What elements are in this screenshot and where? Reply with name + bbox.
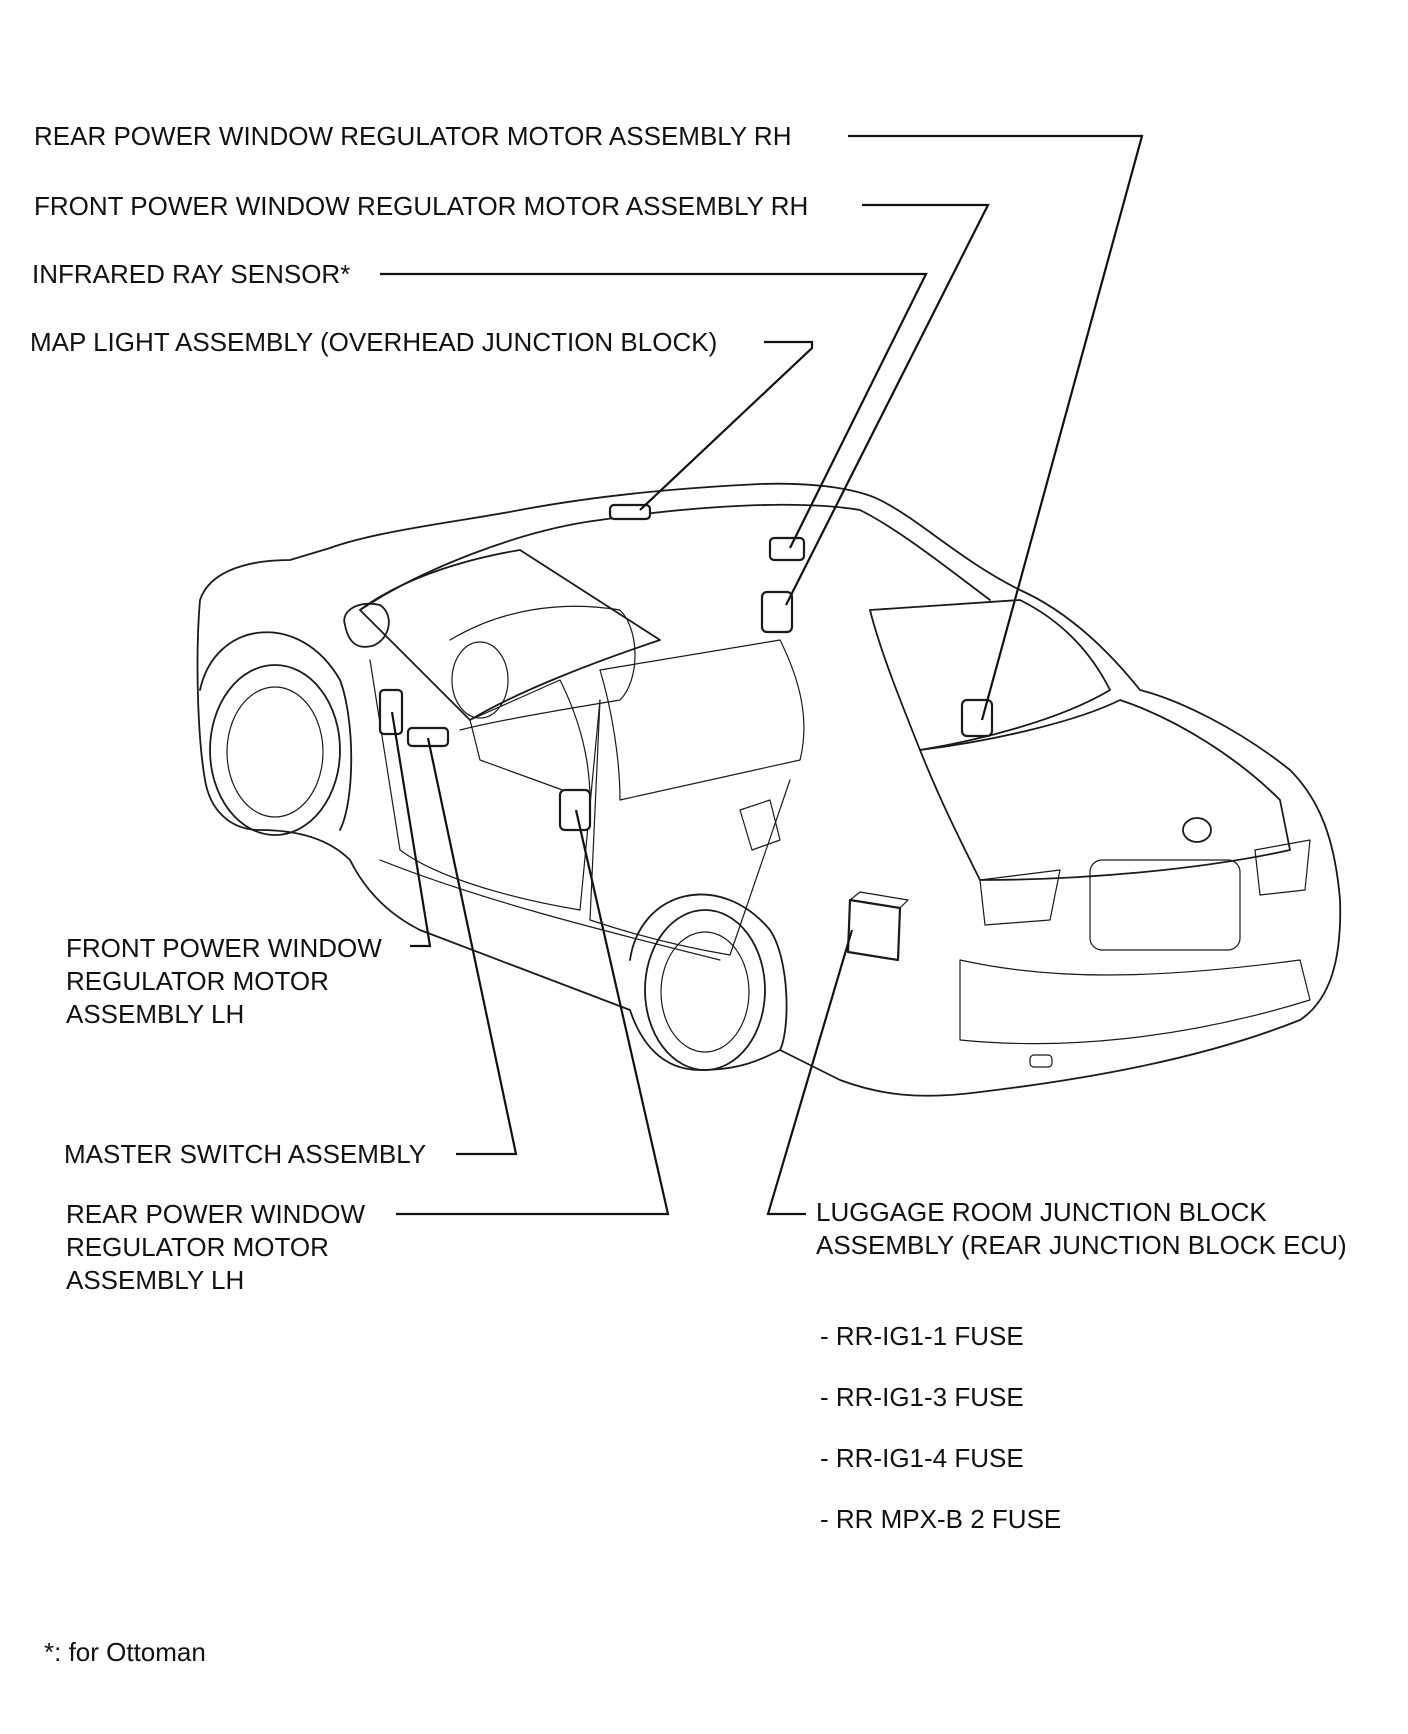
fuse-item: - RR MPX-B 2 FUSE: [820, 1504, 1062, 1534]
fuse-item: - RR-IG1-1 FUSE: [820, 1321, 1024, 1351]
rear-wheel-rim: [660, 931, 750, 1053]
label-map-light: MAP LIGHT ASSEMBLY (OVERHEAD JUNCTION BL…: [30, 327, 718, 357]
fuel-door: [739, 799, 781, 851]
front-wheel-rim: [226, 686, 324, 818]
label-infrared-sensor: INFRARED RAY SENSOR*: [32, 259, 351, 289]
fuse-item: - RR-IG1-3 FUSE: [820, 1382, 1024, 1412]
master-switch-part: [406, 726, 450, 748]
fuse-list: - RR-IG1-1 FUSE - RR-IG1-3 FUSE - RR-IG1…: [820, 1320, 1061, 1536]
rear-wheel: [644, 909, 766, 1071]
car-body-outline: [196, 482, 1342, 1097]
dashboard: [449, 605, 636, 731]
front-wheel: [209, 664, 341, 836]
infrared-sensor-part: [768, 536, 806, 562]
label-rear-motor-lh: REAR POWER WINDOW REGULATOR MOTOR ASSEMB…: [66, 1198, 365, 1297]
reflector: [1029, 1054, 1053, 1068]
steering-wheel: [451, 641, 509, 719]
label-master-switch: MASTER SWITCH ASSEMBLY: [64, 1139, 427, 1169]
rear-motor-lh-part: [558, 788, 592, 832]
rear-wheel-arch: [629, 893, 788, 1051]
label-rear-motor-lh-line-2: REGULATOR MOTOR: [66, 1232, 329, 1262]
footnote: *: for Ottoman: [44, 1637, 206, 1667]
front-wheel-arch: [199, 631, 353, 831]
label-luggage-jb-line-1: LUGGAGE ROOM JUNCTION BLOCK: [816, 1197, 1267, 1227]
license-plate-area: [1089, 859, 1241, 951]
front-door-line: [369, 659, 601, 911]
side-sill: [379, 859, 721, 961]
side-mirror: [343, 602, 390, 648]
leader-rear-motor-lh: [396, 809, 670, 1216]
label-front-motor-lh-line-1: FRONT POWER WINDOW: [66, 933, 382, 963]
front-motor-rh-part: [760, 590, 794, 634]
rear-window: [869, 599, 1111, 751]
label-rear-motor-lh-line-1: REAR POWER WINDOW: [66, 1199, 365, 1229]
brand-emblem: [1182, 817, 1212, 843]
rear-bumper: [959, 959, 1311, 1045]
leader-front-motor-lh: [390, 711, 432, 948]
leader-rear-motor-rh: [848, 134, 1144, 721]
label-front-motor-lh-line-3: ASSEMBLY LH: [66, 999, 245, 1029]
tail-light-left: [979, 869, 1061, 926]
fuse-item: - RR-IG1-4 FUSE: [820, 1443, 1024, 1473]
label-rear-motor-lh-line-3: ASSEMBLY LH: [66, 1265, 245, 1295]
label-rear-motor-rh: REAR POWER WINDOW REGULATOR MOTOR ASSEMB…: [34, 121, 792, 151]
label-luggage-jb-line-2: ASSEMBLY (REAR JUNCTION BLOCK ECU): [816, 1230, 1347, 1260]
leader-infrared-sensor: [380, 272, 928, 549]
roof-line: [359, 503, 991, 611]
tail-light-right: [1254, 839, 1311, 896]
trunk-lid: [919, 699, 1291, 881]
side-window-rear: [599, 639, 805, 801]
label-front-motor-rh: FRONT POWER WINDOW REGULATOR MOTOR ASSEM…: [34, 191, 809, 221]
leader-luggage-jb: [766, 929, 854, 1216]
luggage-jb-part-top: [849, 891, 909, 909]
label-luggage-jb: LUGGAGE ROOM JUNCTION BLOCK ASSEMBLY (RE…: [816, 1196, 1347, 1262]
label-front-motor-lh-line-2: REGULATOR MOTOR: [66, 966, 329, 996]
leader-master-switch: [426, 737, 518, 1156]
luggage-jb-part: [846, 898, 902, 962]
label-front-motor-lh: FRONT POWER WINDOW REGULATOR MOTOR ASSEM…: [66, 932, 382, 1031]
windshield: [359, 549, 661, 721]
front-motor-lh-part: [378, 688, 404, 736]
leader-map-light: [639, 340, 814, 511]
leader-front-motor-rh: [785, 203, 990, 606]
